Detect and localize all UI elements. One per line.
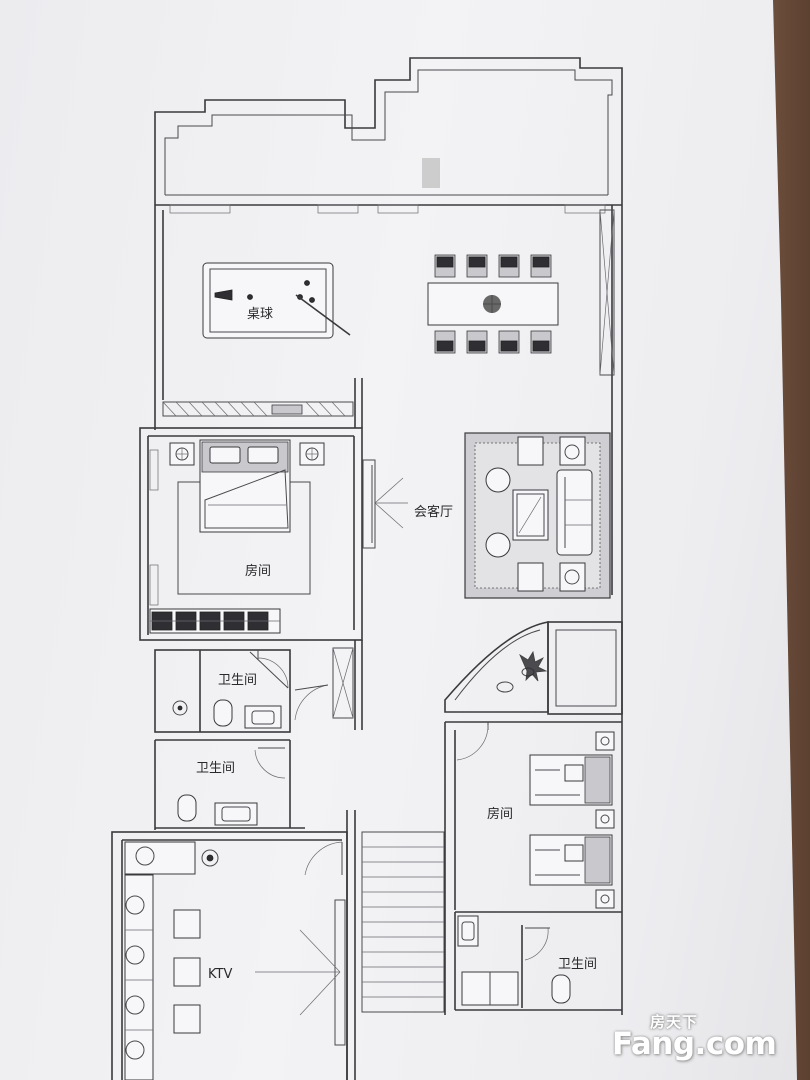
outer-walls [154, 200, 623, 1015]
label-bath-upper: 卫生间 [218, 673, 257, 688]
garden-nook [444, 621, 623, 715]
bath-lower: 卫生间 [454, 911, 622, 1011]
flower-centerpiece [483, 295, 501, 313]
staircase [346, 810, 445, 1080]
dining-table [427, 254, 559, 354]
watermark-top: 房天下 [650, 1013, 699, 1031]
master-bedroom: 房间 [139, 427, 363, 641]
bath-middle: 卫生间 [154, 739, 305, 830]
watermark-main: Fang.com [612, 1026, 777, 1062]
chairs-top [434, 254, 552, 278]
label-twin-bedroom: 房间 [487, 806, 513, 822]
interior-walls-upper [162, 378, 363, 428]
lounge-sofa-set [464, 432, 611, 599]
watermark: 房天下 Fang.com [612, 1010, 802, 1070]
label-master-bedroom: 房间 [245, 563, 271, 579]
twin-bedroom: 房间 [444, 721, 622, 1015]
billiard-table: 桌球 [202, 262, 351, 339]
smudge [422, 158, 440, 188]
corridor-walls [294, 640, 363, 730]
label-ktv: KTV [208, 967, 232, 982]
label-lounge: 会客厅 [414, 504, 453, 520]
chairs-bottom [434, 330, 552, 354]
bath-upper: 卫生间 [154, 649, 291, 733]
ktv-room: KTV [111, 831, 348, 1080]
label-bath-middle: 卫生间 [196, 761, 235, 776]
lounge-door: 会客厅 [362, 459, 453, 549]
label-bath-lower: 卫生间 [558, 957, 597, 972]
label-billiards: 桌球 [247, 307, 273, 322]
terrace [154, 57, 623, 210]
